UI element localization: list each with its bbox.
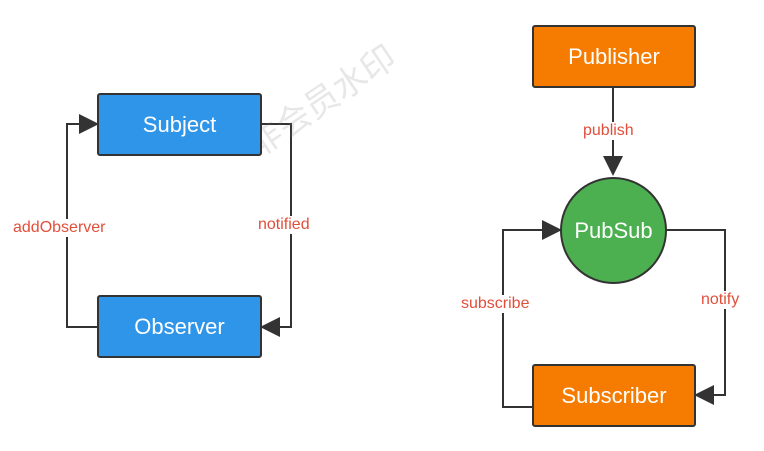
notify-connector: [666, 229, 726, 405]
publish-label: publish: [583, 122, 634, 140]
subscriber-node: Subscriber: [532, 364, 696, 427]
subscribe-label: subscribe: [461, 295, 530, 313]
subject-node: Subject: [97, 93, 262, 156]
subscribe-connector: [502, 220, 562, 408]
observer-node: Observer: [97, 295, 262, 358]
publisher-node: Publisher: [532, 25, 696, 88]
notified-label: notified: [258, 216, 310, 234]
pubsub-node: PubSub: [560, 177, 667, 284]
notify-label: notify: [701, 291, 740, 309]
add-observer-label: addObserver: [13, 219, 106, 237]
